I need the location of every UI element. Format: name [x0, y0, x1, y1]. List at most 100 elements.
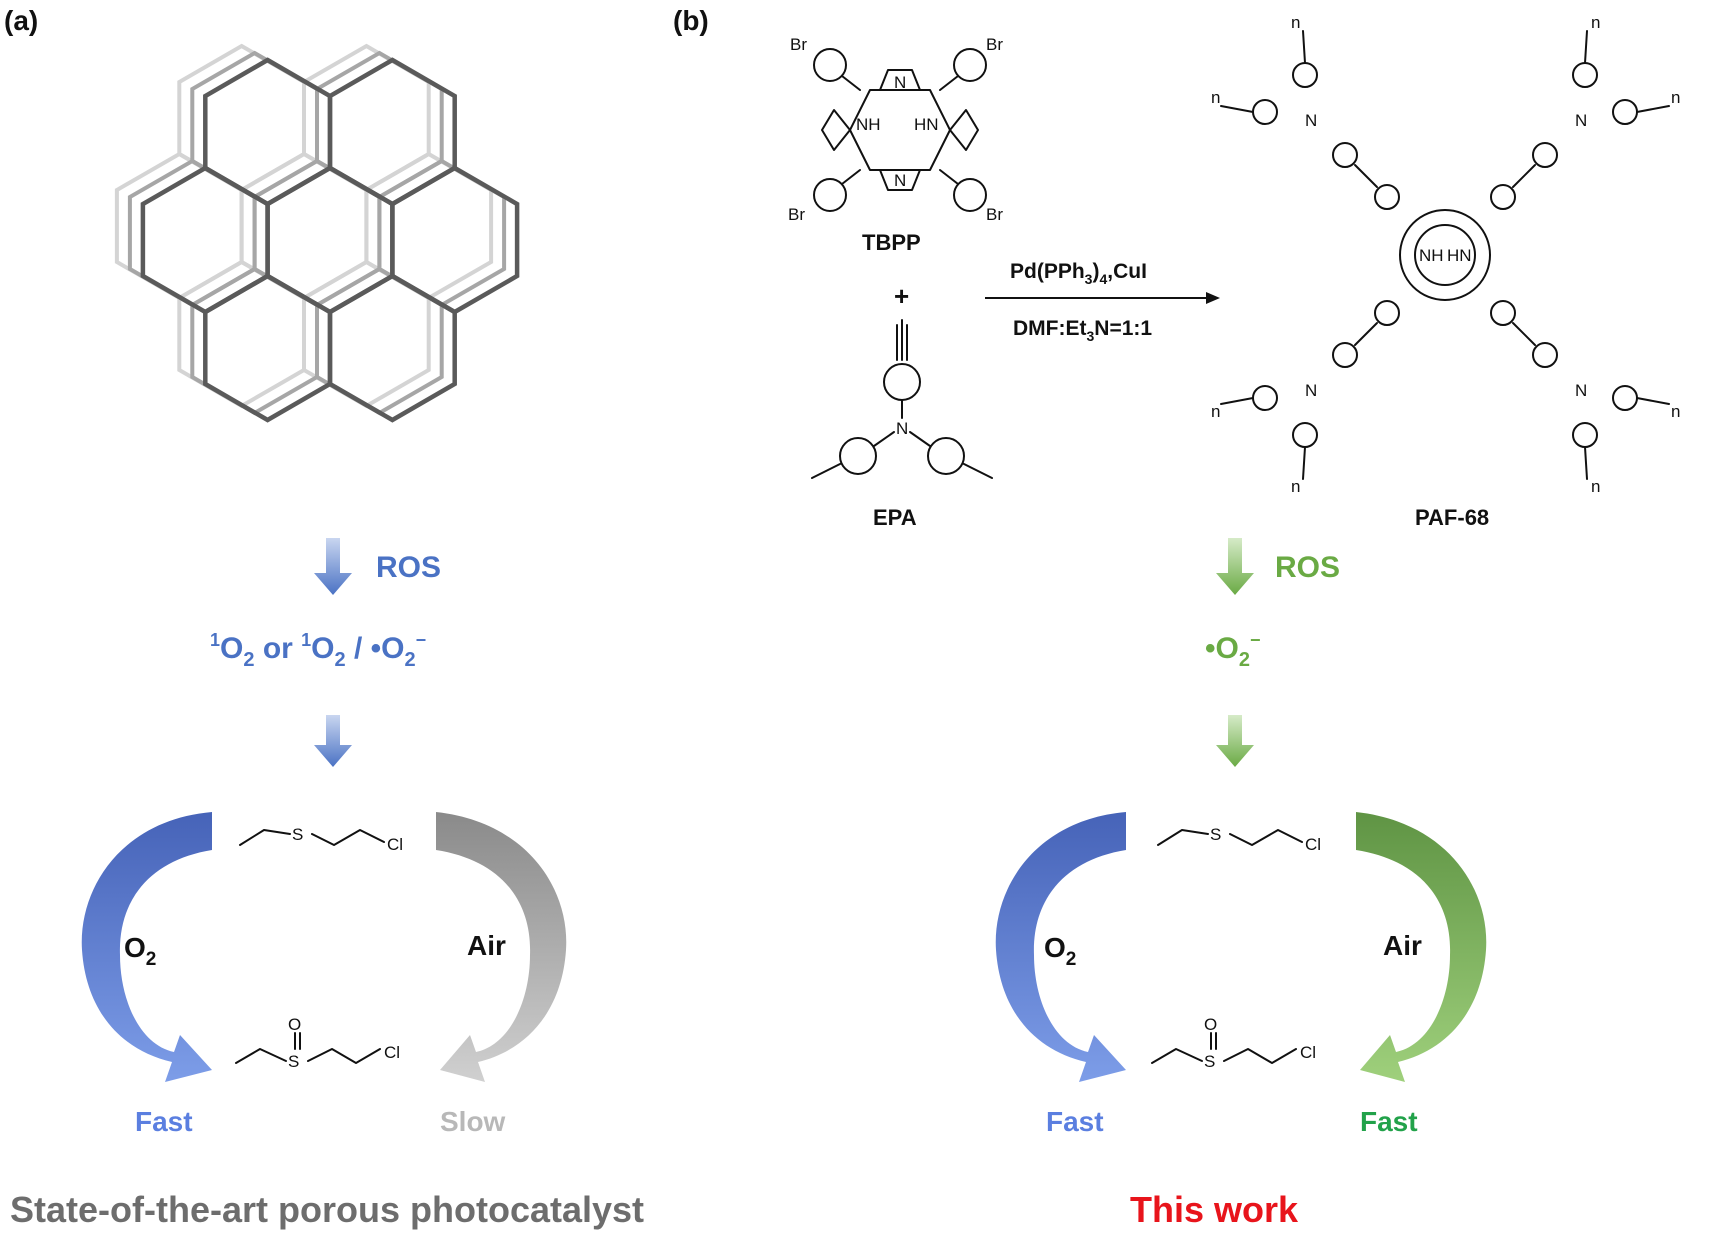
- paf-tail-a-0: [1220, 105, 1254, 113]
- paf-phenyl-3: [1490, 300, 1516, 326]
- air-label-b: Air: [1383, 930, 1422, 961]
- air-curved-arrow-a: [436, 812, 567, 1082]
- ros-down-arrow-b: [1216, 538, 1254, 595]
- paf-alkyne-3: [1512, 322, 1536, 346]
- paf-repeat-n-a-0: n: [1211, 88, 1220, 107]
- tbpp-structure: Br Br Br Br N N NH HN: [788, 35, 1003, 224]
- paf-alkyne-1: [1512, 164, 1536, 188]
- paf-phenyl2-3: [1532, 342, 1558, 368]
- fast-label-a: Fast: [135, 1106, 193, 1137]
- paf-phenyl2-0: [1332, 142, 1358, 168]
- paf-repeat-n-a-3: n: [1671, 402, 1680, 421]
- paf-porphyrin-inner: [1414, 224, 1476, 286]
- paf-tail-b-0: [1302, 30, 1306, 64]
- svg-text:N: N: [894, 73, 906, 92]
- reaction-arrowhead: [1206, 292, 1220, 304]
- hexagon-layer-2-5: [203, 273, 333, 423]
- paf-tail-b-1: [1584, 30, 1588, 64]
- ros-label-b: ROS: [1275, 551, 1340, 584]
- plus-sign: +: [894, 281, 909, 311]
- hexagon-layer-1-3: [252, 158, 382, 308]
- honeycomb-framework-illustration: [114, 43, 520, 423]
- tbpp-label: TBPP: [862, 230, 921, 255]
- sulfide-molecule-b: S Cl: [1157, 825, 1321, 854]
- ros-down-arrow: [314, 538, 352, 595]
- paf-tail-b-3: [1584, 446, 1588, 480]
- species-down-arrow-b: [1216, 715, 1254, 767]
- hexagon-layer-1-5: [190, 266, 319, 416]
- paf-repeat-n-b-1: n: [1591, 13, 1600, 32]
- paf-tail-a-2: [1220, 397, 1254, 405]
- paf-phenyl-1: [1490, 184, 1516, 210]
- paf-phenyl4-2: [1292, 422, 1318, 448]
- svg-text:Cl: Cl: [387, 835, 403, 854]
- svg-text:S: S: [1210, 825, 1221, 844]
- fast-label-b-left: Fast: [1046, 1106, 1104, 1137]
- paf-repeat-n-a-2: n: [1211, 402, 1220, 421]
- paf-hn-label: HN: [1447, 246, 1472, 265]
- svg-text:Br: Br: [986, 35, 1003, 54]
- hexagon-layer-2-4: [390, 165, 520, 315]
- svg-text:O: O: [288, 1015, 301, 1034]
- panel-b-label: (b): [673, 5, 709, 36]
- paf-amine-n-0: N: [1305, 111, 1317, 130]
- hexagon-layer-1-6: [315, 266, 444, 416]
- hexagon-layer-2-6: [327, 273, 457, 423]
- singlet-superscript: 1: [210, 630, 220, 650]
- slow-label-a: Slow: [440, 1106, 506, 1137]
- svg-text:HN: HN: [914, 115, 939, 134]
- paf-amine-n-1: N: [1575, 111, 1587, 130]
- paf-alkyne-0: [1354, 164, 1378, 188]
- paf-phenyl4-1: [1572, 62, 1598, 88]
- panel-b: (b) Br Br Br Br N N NH HN TBPP +: [673, 5, 1680, 1230]
- paf-tail-a-1: [1636, 105, 1670, 113]
- sulfoxide-molecule-b: O S Cl: [1151, 1015, 1316, 1071]
- svg-text:Cl: Cl: [384, 1043, 400, 1062]
- species-down-arrow: [314, 715, 352, 767]
- svg-text:Br: Br: [790, 35, 807, 54]
- paf-phenyl3-3: [1612, 385, 1638, 411]
- sulfoxide-molecule-a: O S Cl: [235, 1015, 400, 1071]
- hexagon-layer-1-0: [190, 50, 319, 200]
- paf-phenyl4-3: [1572, 422, 1598, 448]
- paf-amine-n-2: N: [1305, 381, 1317, 400]
- hexagon-layer-0-0: [177, 43, 306, 193]
- paf-repeat-n-b-3: n: [1591, 477, 1600, 496]
- svg-text:Br: Br: [788, 205, 805, 224]
- o2-label-a: O2: [124, 932, 156, 970]
- svg-text:S: S: [288, 1052, 299, 1071]
- o2-label-b: O2: [1044, 932, 1076, 970]
- o2-curved-arrow-a: [81, 812, 212, 1082]
- paf-phenyl2-1: [1532, 142, 1558, 168]
- air-label-a: Air: [467, 930, 506, 961]
- paf-68-label: PAF-68: [1415, 505, 1489, 530]
- epa-label: EPA: [873, 505, 917, 530]
- paf-phenyl-0: [1374, 184, 1400, 210]
- hexagon-layer-0-5: [177, 259, 306, 409]
- svg-text:S: S: [1204, 1052, 1215, 1071]
- svg-text:N: N: [894, 171, 906, 190]
- hexagon-layer-1-4: [377, 158, 507, 308]
- hexagon-layer-2-0: [203, 57, 333, 207]
- svg-text:N: N: [896, 419, 908, 438]
- hexagon-layer-0-4: [364, 151, 494, 301]
- paf-alkyne-2: [1354, 322, 1378, 346]
- catalyst-condition: Pd(PPh3)4,CuI: [1010, 260, 1147, 287]
- paf-repeat-n-b-0: n: [1291, 13, 1300, 32]
- epa-structure: N: [811, 319, 993, 479]
- paf-phenyl3-1: [1612, 99, 1638, 125]
- caption-b: This work: [1130, 1189, 1299, 1230]
- paf-nh-label: NH: [1419, 246, 1444, 265]
- panel-a-label: (a): [4, 5, 38, 36]
- paf-phenyl4-0: [1292, 62, 1318, 88]
- hexagon-layer-2-1: [327, 57, 457, 207]
- svg-text:Cl: Cl: [1305, 835, 1321, 854]
- paf-repeat-n-b-2: n: [1291, 477, 1300, 496]
- svg-text:Br: Br: [986, 205, 1003, 224]
- paf-tail-a-3: [1636, 397, 1670, 405]
- svg-text:NH: NH: [856, 115, 881, 134]
- paf-porphyrin-core: [1399, 209, 1491, 301]
